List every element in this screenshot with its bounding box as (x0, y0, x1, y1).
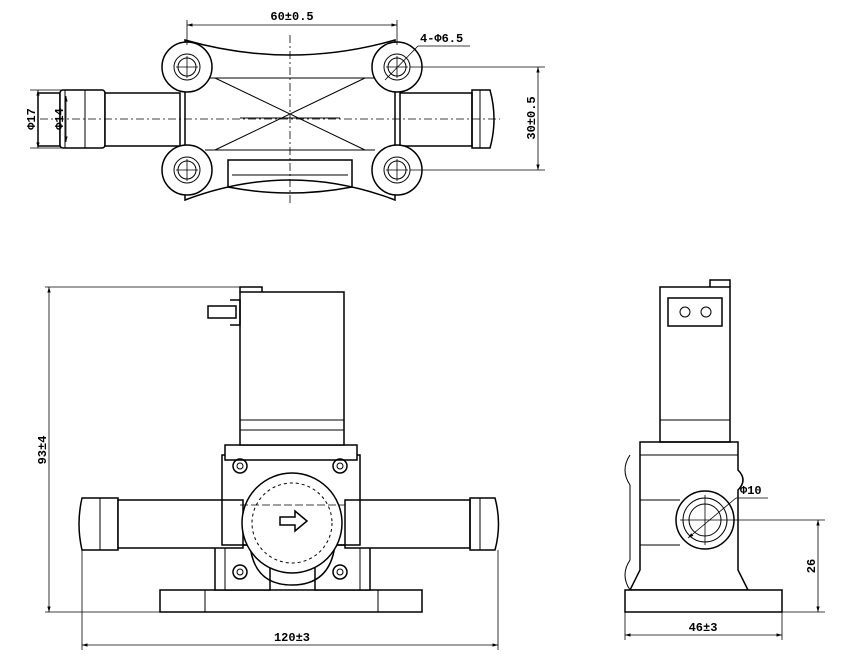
vertical-spacing-dim: 30±0.5 (525, 96, 539, 139)
outlet-port (675, 490, 735, 550)
total-length-dim: 120±3 (274, 631, 310, 645)
bolt-hole (161, 144, 213, 196)
screw-icon (232, 564, 248, 580)
port-dia-dim: Φ10 (740, 484, 762, 498)
hole-callout: 4-Φ6.5 (420, 32, 463, 46)
pipe-outer-dim: Φ17 (25, 108, 39, 130)
screw-icon (332, 458, 348, 474)
total-height-dim: 93±4 (36, 436, 50, 465)
bolt-spacing-dim: 60±0.5 (270, 10, 313, 24)
front-view: 93±4 120±3 (36, 286, 500, 650)
base-width-dim: 46±3 (689, 621, 718, 635)
pipe-inner-dim: Φ14 (53, 108, 67, 130)
port-height-dim: 26 (805, 559, 819, 573)
side-view: Φ10 26 46±3 (624, 279, 825, 640)
top-view: 60±0.5 4-Φ6.5 30±0.5 Φ17 Φ14 (25, 10, 545, 205)
screw-icon (232, 458, 248, 474)
flow-arrow-icon (279, 509, 309, 533)
screw-icon (332, 564, 348, 580)
bolt-hole (161, 41, 213, 93)
